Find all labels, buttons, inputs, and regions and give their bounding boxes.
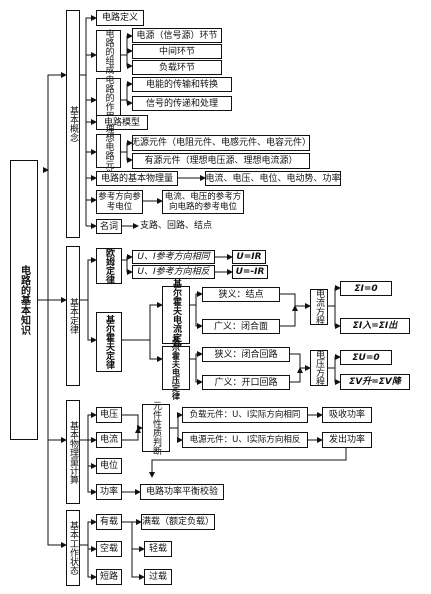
load-element: 负载元件：U、I实际方向相同 [182,407,308,423]
concept-terms: 名词 [96,219,122,234]
state-loaded: 有载 [96,514,122,530]
concept-quantity: 电路的基本物理量 [96,171,178,186]
kcl-broad: 广义：闭合面 [202,319,280,334]
law-kcl: 基尔霍夫电流定律 [162,279,190,351]
law-ohm: 欧姆定律 [96,248,122,284]
law-kvl: 基尔霍夫电压定律 [162,336,190,400]
concept-ideal-element: 理想电路元件 [96,124,121,178]
state-full-load: 满载（额定负载） [141,514,215,530]
category-state: 基本工作状态 [66,510,80,586]
function-item-energy: 电能的传输和转换 [132,77,232,92]
concept-composition: 电路的组成 [96,29,121,74]
composition-item-load: 负载环节 [132,60,222,75]
state-no-load: 空载 [96,541,122,557]
law-kirchhoff: 基尔霍夫定律 [96,312,122,372]
calc-voltage: 电压 [96,407,122,423]
ohm-opposite-equation: U=-IR [232,265,268,279]
emit-power: 发出功率 [322,432,372,448]
calc-potential: 电位 [96,458,122,474]
composition-item-source: 电源（信号源）环节 [132,28,222,43]
power-balance-check: 电路功率平衡校验 [140,484,224,500]
state-light-load: 轻载 [144,541,172,557]
state-short-circuit: 短路 [96,569,122,585]
function-item-signal: 信号的传递和处理 [132,96,232,111]
source-element: 电源元件：U、I实际方向相反 [182,432,308,448]
ohm-opposite-direction: U、I参考方向相反 [132,265,215,279]
kcl-narrow: 狭义：结点 [202,287,280,302]
calc-power: 功率 [96,484,122,500]
concept-reference: 参考方向参考电位 [96,190,143,214]
state-overload: 过载 [144,569,172,585]
calc-current: 电流 [96,432,122,448]
concept-model: 电路模型 [96,115,148,130]
category-concept: 基本概念 [66,10,80,238]
terms-items: 支路、回路、结点 [140,221,213,231]
category-calc: 基本物理量计算 [66,400,80,504]
kvl-equation-2: ΣV升=ΣV降 [340,374,410,390]
absorb-power: 吸收功率 [322,407,372,423]
concept-function: 电路的作用 [96,75,121,120]
kvl-equation-label: 电压方程 [310,350,328,386]
ideal-active: 有源元件（理想电压源、理想电流源） [132,153,310,169]
concept-definition: 电路定义 [96,10,144,26]
kvl-narrow: 狭义：闭合回路 [202,347,290,362]
kcl-equation-label: 电流方程 [310,289,328,325]
root-node: 电路的基本知识 [10,160,38,440]
quantity-items: 电流、电压、电位、电动势、功率 [205,171,341,186]
ohm-same-direction: U、I参考方向相同 [132,250,215,264]
kcl-equation-2: ΣI入=ΣI出 [340,318,410,334]
kcl-equation-1: ΣI=0 [340,281,392,296]
kvl-equation-1: ΣU=0 [340,350,392,365]
category-law: 基本定律 [66,246,80,386]
kvl-broad: 广义：开口回路 [202,375,290,390]
ohm-same-equation: U=IR [232,250,266,264]
ideal-passive: 无源元件（电阻元件、电感元件、电容元件） [131,135,311,151]
reference-items: 电流、电压的参考方向电路的参考电位 [162,190,244,214]
element-property-judgement: 元件性质判断 [142,401,170,455]
composition-item-middle: 中间环节 [132,44,222,59]
